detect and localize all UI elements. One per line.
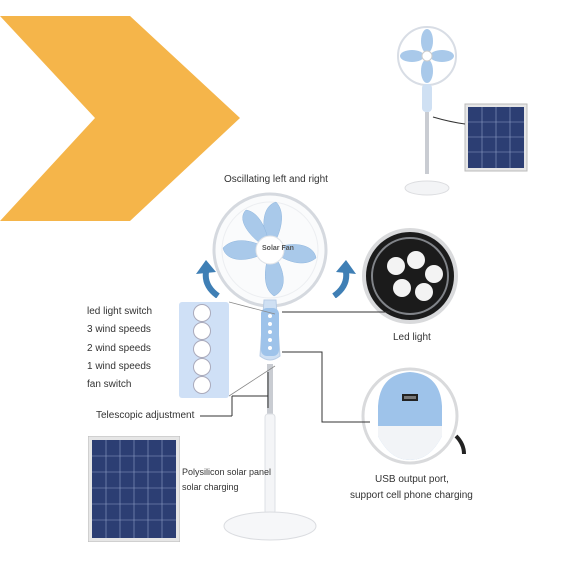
telescopic-bracket — [200, 372, 269, 417]
label-led-switch: led light switch — [87, 306, 153, 317]
button-2-speed[interactable] — [193, 340, 211, 358]
panel-label-line2: solar charging — [182, 482, 239, 492]
label-2-speed: 2 wind speeds — [87, 343, 151, 354]
usb-label-line1: USB output port, — [375, 474, 449, 485]
main-fan-illustration — [212, 192, 328, 541]
button-1-speed[interactable] — [193, 358, 211, 376]
button-led-switch[interactable] — [193, 304, 211, 322]
label-3-speed: 3 wind speeds — [87, 324, 151, 335]
fan-logo: Solar Fan — [262, 245, 294, 252]
button-panel-connector — [229, 301, 276, 397]
telescopic-label: Telescopic adjustment — [96, 410, 195, 421]
usb-port-closeup — [361, 367, 466, 465]
button-3-speed[interactable] — [193, 322, 211, 340]
solar-panel-image — [88, 436, 180, 542]
label-1-speed: 1 wind speeds — [87, 361, 151, 372]
oscillate-right-arrow-icon — [332, 260, 356, 298]
button-fan-switch[interactable] — [193, 376, 211, 394]
orange-chevron-graphic — [0, 16, 240, 221]
label-fan-switch: fan switch — [87, 379, 132, 390]
usb-label-line2: support cell phone charging — [350, 490, 473, 501]
usb-callout-line — [282, 351, 370, 423]
oscillating-caption: Oscillating left and right — [224, 174, 328, 185]
led-light-closeup — [362, 228, 458, 324]
led-light-label: Led light — [393, 332, 431, 343]
fan-with-panel-thumbnail — [397, 26, 528, 196]
panel-label-line1: Polysilicon solar panel — [182, 467, 272, 477]
oscillate-left-arrow-icon — [196, 260, 220, 298]
led-callout-line — [282, 311, 390, 313]
